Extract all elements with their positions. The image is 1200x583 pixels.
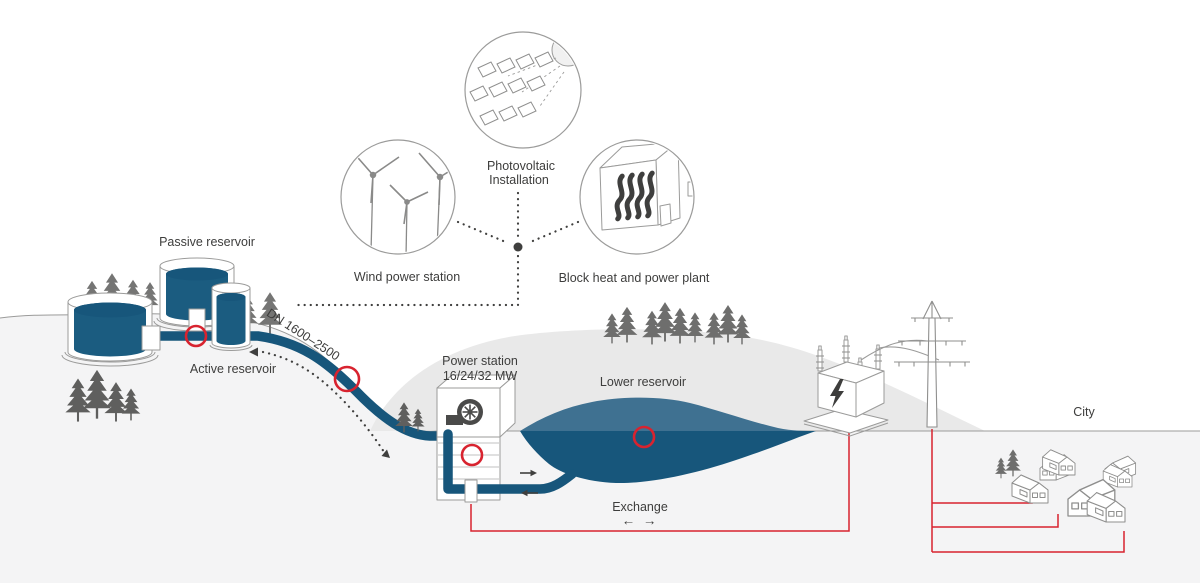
upper-reservoir-area [61,257,453,441]
dotted-connectors [292,191,580,307]
marker-circle [632,425,656,449]
power-station-label-line2: 16/24/32 MW [443,369,518,383]
transformer-station [803,335,889,437]
power-station-label-line1: Power station [442,354,518,368]
chp-building-icon [599,141,693,231]
wind-circle [340,139,456,255]
heat-waves-icon [614,170,655,222]
penstock-pipe [143,331,453,441]
sun-icon [551,33,580,67]
lower-reservoir-surface [520,397,816,431]
lower-reservoir-body [520,431,816,484]
passive-reservoir-label: Passive reservoir [159,235,255,249]
chp-circle [579,139,695,255]
lower-reservoir-label: Lower reservoir [600,375,686,389]
chp-label: Block heat and power plant [559,271,710,285]
exchange-arrows: ← → [622,513,659,528]
junction-dot [513,242,523,252]
flow-direction-dotted [249,347,390,458]
pv-label-line2: Installation [489,173,549,187]
arrow-downright-icon [381,449,390,458]
pv-circle [464,31,582,149]
pipeline-markers [184,324,656,467]
marker-circle [184,324,208,348]
wind-label: Wind power station [354,270,460,284]
lightning-bolt-icon [830,379,844,408]
arrow-left-icon [249,347,258,357]
pv-label-line1: Photovoltaic [487,159,555,173]
power-line-wire [860,339,940,361]
chp-door [659,203,672,227]
renewable-sources [292,31,695,307]
transmission-tower [894,300,970,428]
exchange-label: Exchange [612,500,668,514]
outlet-gate [464,479,478,503]
marker-circle [460,443,484,467]
city-label: City [1073,405,1095,419]
turbine-pump-icon [446,399,483,425]
tank-pipe-connector [141,325,161,351]
active-reservoir-label: Active reservoir [190,362,276,376]
marker-circle [333,365,361,393]
lower-reservoir [520,397,816,484]
exchange-flow-arrows [520,469,538,497]
tank-passive-left [61,292,159,367]
tank-active [209,282,253,351]
penstock-pipe-lower [443,429,577,494]
